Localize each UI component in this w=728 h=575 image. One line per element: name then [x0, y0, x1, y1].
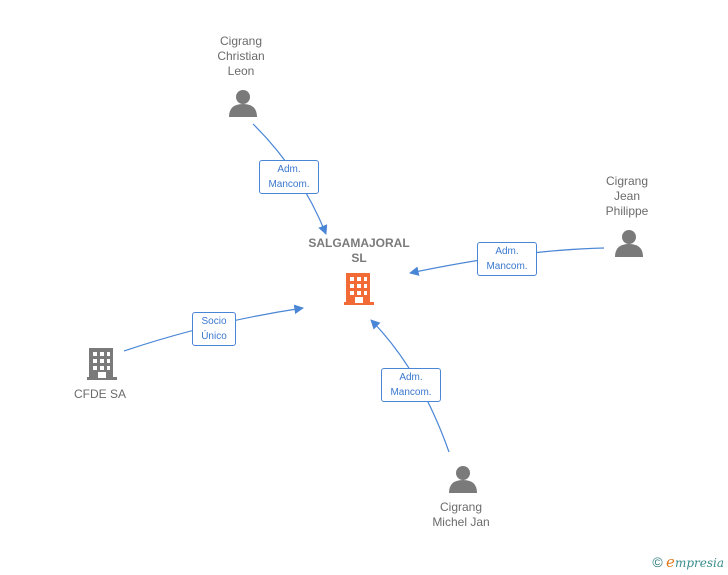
edge-label-cfde: Socio Único	[192, 312, 236, 346]
node-label-jean[interactable]: Cigrang Jean Philippe	[605, 174, 649, 218]
center-building-icon[interactable]	[344, 273, 374, 305]
person-icon-michel[interactable]	[449, 466, 477, 493]
center-company-label[interactable]: SALGAMAJORAL SL	[308, 236, 410, 265]
person-icon-christian[interactable]	[229, 90, 257, 117]
building-icon-cfde[interactable]	[87, 348, 117, 380]
person-icon-jean[interactable]	[615, 230, 643, 257]
brand-initial: e	[666, 553, 675, 571]
node-label-cfde[interactable]: CFDE SA	[73, 387, 126, 401]
empresia-logo: © empresia	[652, 553, 724, 571]
brand-name: mpresia	[674, 556, 724, 570]
node-label-christian[interactable]: Cigrang Christian Leon	[217, 34, 265, 78]
edge-label-jean: Adm. Mancom.	[477, 242, 537, 276]
node-label-michel[interactable]: Cigrang Michel Jan	[432, 500, 490, 529]
edge-label-christian: Adm. Mancom.	[259, 160, 319, 194]
edge-label-michel: Adm. Mancom.	[381, 368, 441, 402]
copyright-symbol: ©	[652, 554, 663, 570]
